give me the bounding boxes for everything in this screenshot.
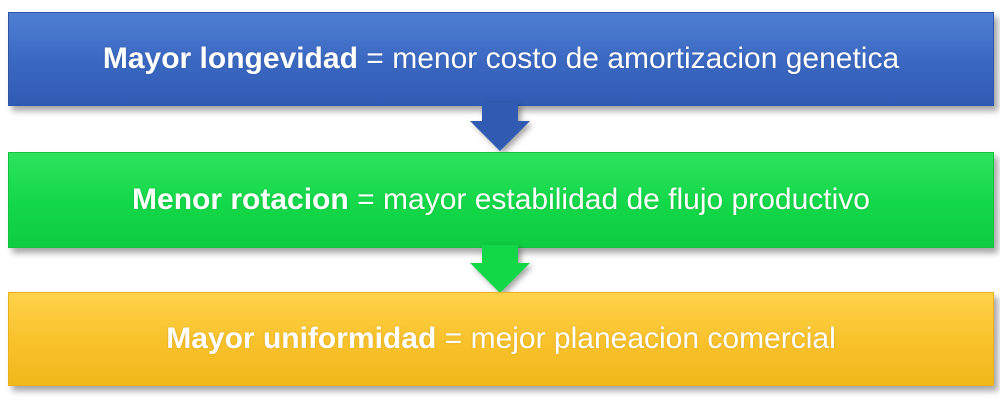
step-description: menor costo de amortizacion genetica: [392, 42, 900, 75]
step-title: Mayor uniformidad: [166, 322, 437, 355]
step-description: mayor estabilidad de flujo productivo: [383, 183, 870, 216]
step-box-uniformity: Mayor uniformidad = mejor planeacion com…: [8, 292, 994, 386]
step-equals: =: [366, 42, 384, 75]
step-box-rotation: Menor rotacion = mayor estabilidad de fl…: [8, 152, 994, 248]
step-box-longevity: Mayor longevidad = menor costo de amorti…: [8, 12, 994, 106]
step-description: mejor planeacion comercial: [470, 322, 836, 355]
step-title: Mayor longevidad: [102, 42, 358, 75]
down-arrow-icon: [470, 103, 530, 153]
step-equals: =: [357, 183, 375, 216]
step-equals: =: [444, 322, 463, 355]
down-arrow-icon: [470, 245, 530, 295]
step-title: Menor rotacion: [132, 183, 349, 216]
